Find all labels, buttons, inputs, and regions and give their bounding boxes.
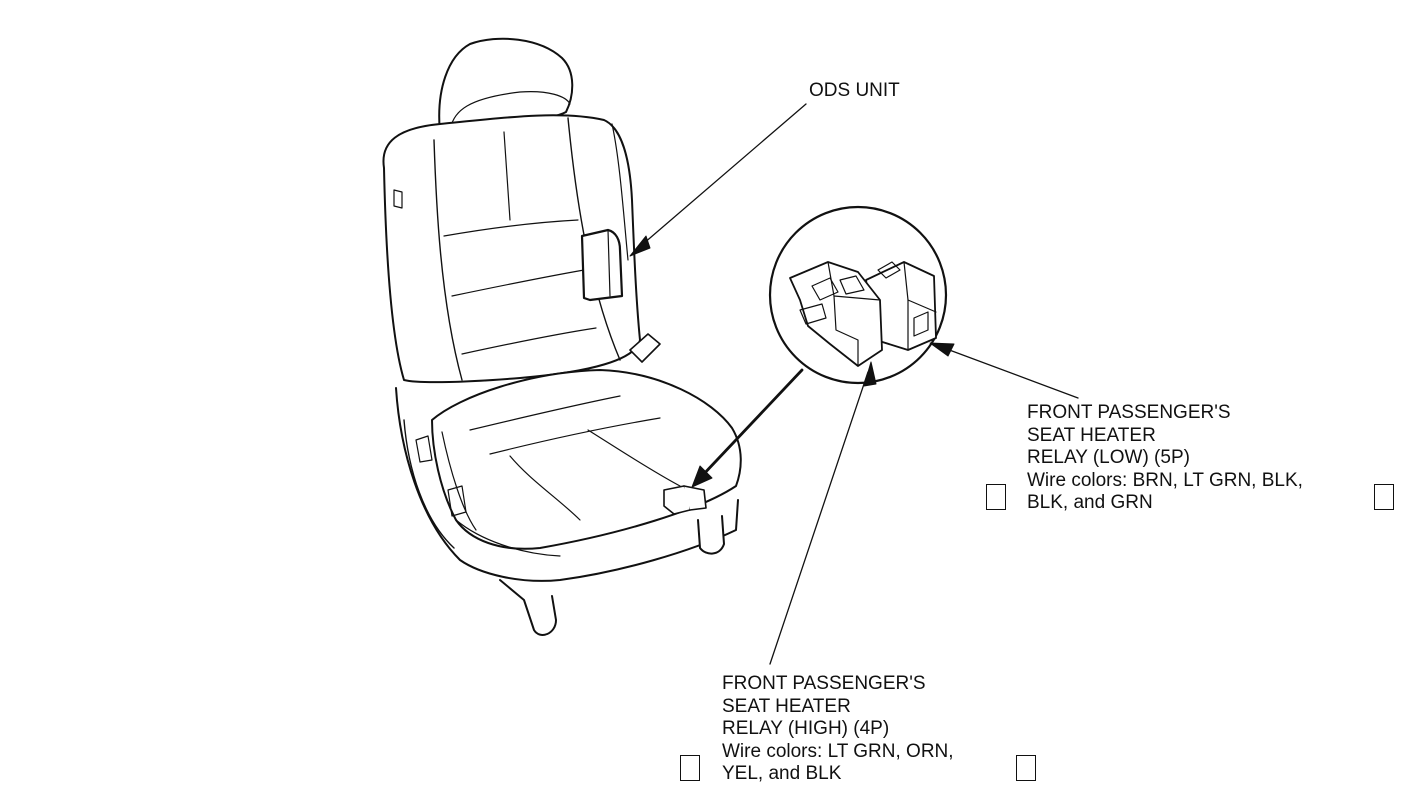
relay-low-line-3: RELAY (LOW) (5P)	[1027, 447, 1190, 468]
ods-unit-label: ODS UNIT	[809, 80, 900, 103]
missing-glyph-box-icon	[1374, 484, 1394, 510]
arrowheads	[629, 235, 955, 488]
relay-low-line-4: Wire colors: BRN, LT GRN, BLK,	[1027, 469, 1303, 491]
leader-lines	[635, 103, 1079, 665]
connector-pair-on-seat	[663, 485, 707, 515]
recliner-lever	[629, 333, 661, 363]
seat-base	[395, 387, 739, 636]
relay-low-line-2: SEAT HEATER	[1027, 424, 1156, 446]
relay-low-line-5: BLK, and GRN	[1027, 492, 1153, 513]
relay-high-line-5: YEL, and BLK	[722, 763, 842, 784]
seat-cushion	[431, 369, 742, 550]
relay-high-line-3: RELAY (HIGH) (4P)	[722, 718, 890, 739]
relay-high-line-1: FRONT PASSENGER'S	[722, 673, 926, 694]
missing-glyph-box-icon	[680, 755, 700, 781]
relay-high-line-4: Wire colors: LT GRN, ORN,	[722, 740, 954, 762]
ods-unit-part	[580, 228, 624, 302]
relay-low-callout: FRONT PASSENGER'S SEAT HEATER RELAY (LOW…	[1027, 402, 1303, 515]
missing-glyph-box-icon	[1016, 755, 1036, 781]
seat-back	[382, 114, 641, 384]
relay-high-callout: FRONT PASSENGER'S SEAT HEATER RELAY (HIG…	[722, 673, 954, 786]
ods-unit-text: ODS UNIT	[809, 80, 900, 101]
missing-glyph-box-icon	[986, 484, 1006, 510]
relay-high-line-2: SEAT HEATER	[722, 695, 851, 717]
relay-low-line-1: FRONT PASSENGER'S	[1027, 402, 1231, 423]
relay-connectors-detail	[789, 261, 937, 367]
